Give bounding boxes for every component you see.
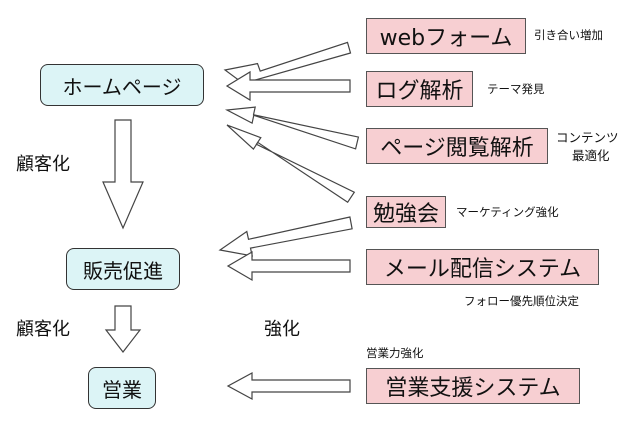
note-mail-system: フォロー優先順位決定 [464,294,579,308]
label-strengthen: 強化 [264,319,300,340]
node-sales: 営業 [88,367,156,409]
note-sales-support: 営業力強化 [366,346,424,360]
node-study-session: 勉強会 [366,196,446,228]
label-customerize-2: 顧客化 [16,319,70,340]
node-mail-system-label: メール配信システム [383,257,582,282]
node-sales-support: 営業支援システム [366,368,580,404]
node-web-form: webフォーム [366,18,526,54]
note-page-view-analysis-line2: 最適化 [572,148,610,163]
node-log-analysis: ログ解析 [366,71,473,107]
arrow-pageview-to-homepage [224,106,360,150]
node-study-session-label: 勉強会 [372,202,439,227]
arrow-study-to-promotion [218,216,353,257]
arrow-support-to-sales [226,371,351,401]
node-homepage: ホームページ [40,64,204,106]
node-sales-promotion: 販売促進 [66,248,180,290]
note-log-analysis: テーマ発見 [487,82,545,96]
arrow-homepage-to-promotion [102,119,144,230]
node-page-view-analysis-label: ページ閲覧解析 [380,136,534,161]
node-sales-support-label: 営業支援システム [385,376,561,401]
node-sales-promotion-label: 販売促進 [83,258,163,283]
node-sales-label: 営業 [102,377,142,402]
arrow-promotion-to-sales [104,305,142,353]
node-mail-system: メール配信システム [366,249,599,285]
arrow-mail-to-promotion [226,250,351,282]
note-web-form: 引き合い増加 [534,28,603,42]
node-log-analysis-label: ログ解析 [375,79,464,104]
note-study-session: マーケティング強化 [456,205,559,219]
arrow-log-to-homepage [225,70,351,102]
arrow-study-to-homepage [226,124,356,204]
label-customerize-1: 顧客化 [16,154,70,175]
node-homepage-label: ホームページ [62,74,182,99]
node-page-view-analysis: ページ閲覧解析 [366,128,548,164]
node-web-form-label: webフォーム [379,26,513,51]
note-page-view-analysis-line1: コンテンツ [556,130,619,145]
